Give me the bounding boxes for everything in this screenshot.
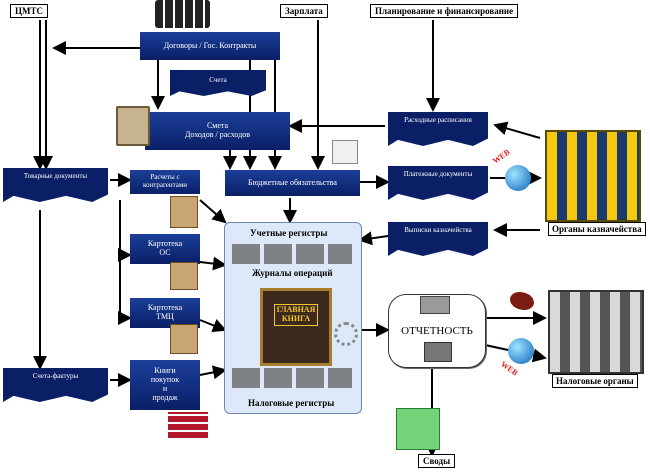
printer-icon <box>420 296 450 314</box>
cmts-label: ЦМТС <box>10 4 48 18</box>
payment-docs-node: Платежные документы <box>388 166 488 200</box>
treasury-bodies-label: Органы казначейства <box>548 222 646 236</box>
budget-obligations-node: Бюджетные обязательства <box>225 170 360 196</box>
operation-journals-label: Журналы операций <box>252 268 333 278</box>
reporting-label: ОТЧЕТНОСТЬ <box>401 325 473 337</box>
web-globe-icon <box>508 338 534 364</box>
invoice-facturas-node: Счета-фактуры <box>3 368 108 402</box>
tax-registers-label: Налоговые регистры <box>248 398 335 408</box>
filing-cabinet-icon <box>170 196 198 228</box>
printer-icon <box>424 342 452 362</box>
web-globe-icon <box>505 165 531 191</box>
general-ledger-book <box>260 288 332 366</box>
treasury-statements-node: Выписки казначейства <box>388 222 488 256</box>
invoices-node: Счета <box>170 70 266 96</box>
binders-icon <box>155 0 210 28</box>
estimate-node: Смета Доходов / расходов <box>145 112 290 150</box>
treasury-building <box>545 130 641 222</box>
consolidated-label: Своды <box>418 454 456 468</box>
journal-stack-icon <box>232 244 352 264</box>
clipboard-icon <box>116 106 150 146</box>
contracts-node: Договоры / Гос. Контракты <box>140 32 280 60</box>
tax-register-stack-icon <box>232 368 352 388</box>
purchase-sales-books-node: Книги покупок и продаж <box>130 360 200 410</box>
filing-cabinet-icon <box>170 324 198 354</box>
settlements-node: Расчеты с контрагентами <box>130 170 200 194</box>
runner-icon <box>510 292 534 310</box>
planning-label: Планирование и финансирование <box>370 4 519 18</box>
accounting-registers-label: Учетные регистры <box>250 228 328 238</box>
goods-docs-node: Товарные документы <box>3 168 108 202</box>
general-ledger-title: ГЛАВНАЯ КНИГА <box>274 304 318 326</box>
filing-cabinet-icon <box>170 262 198 290</box>
tax-bodies-label: Налоговые органы <box>552 374 638 388</box>
salary-label: Зарплата <box>280 4 328 18</box>
consolidated-stack-icon <box>396 408 440 450</box>
gear-icon <box>334 322 358 346</box>
inventory-card-node: Картотека ТМЦ <box>130 298 200 328</box>
expense-schedules-node: Расходные расписания <box>388 112 488 146</box>
tax-building <box>548 290 644 374</box>
books-stack-icon <box>168 412 208 438</box>
fixed-assets-card-node: Картотека ОС <box>130 234 200 264</box>
contract-doc-icon <box>332 140 358 164</box>
